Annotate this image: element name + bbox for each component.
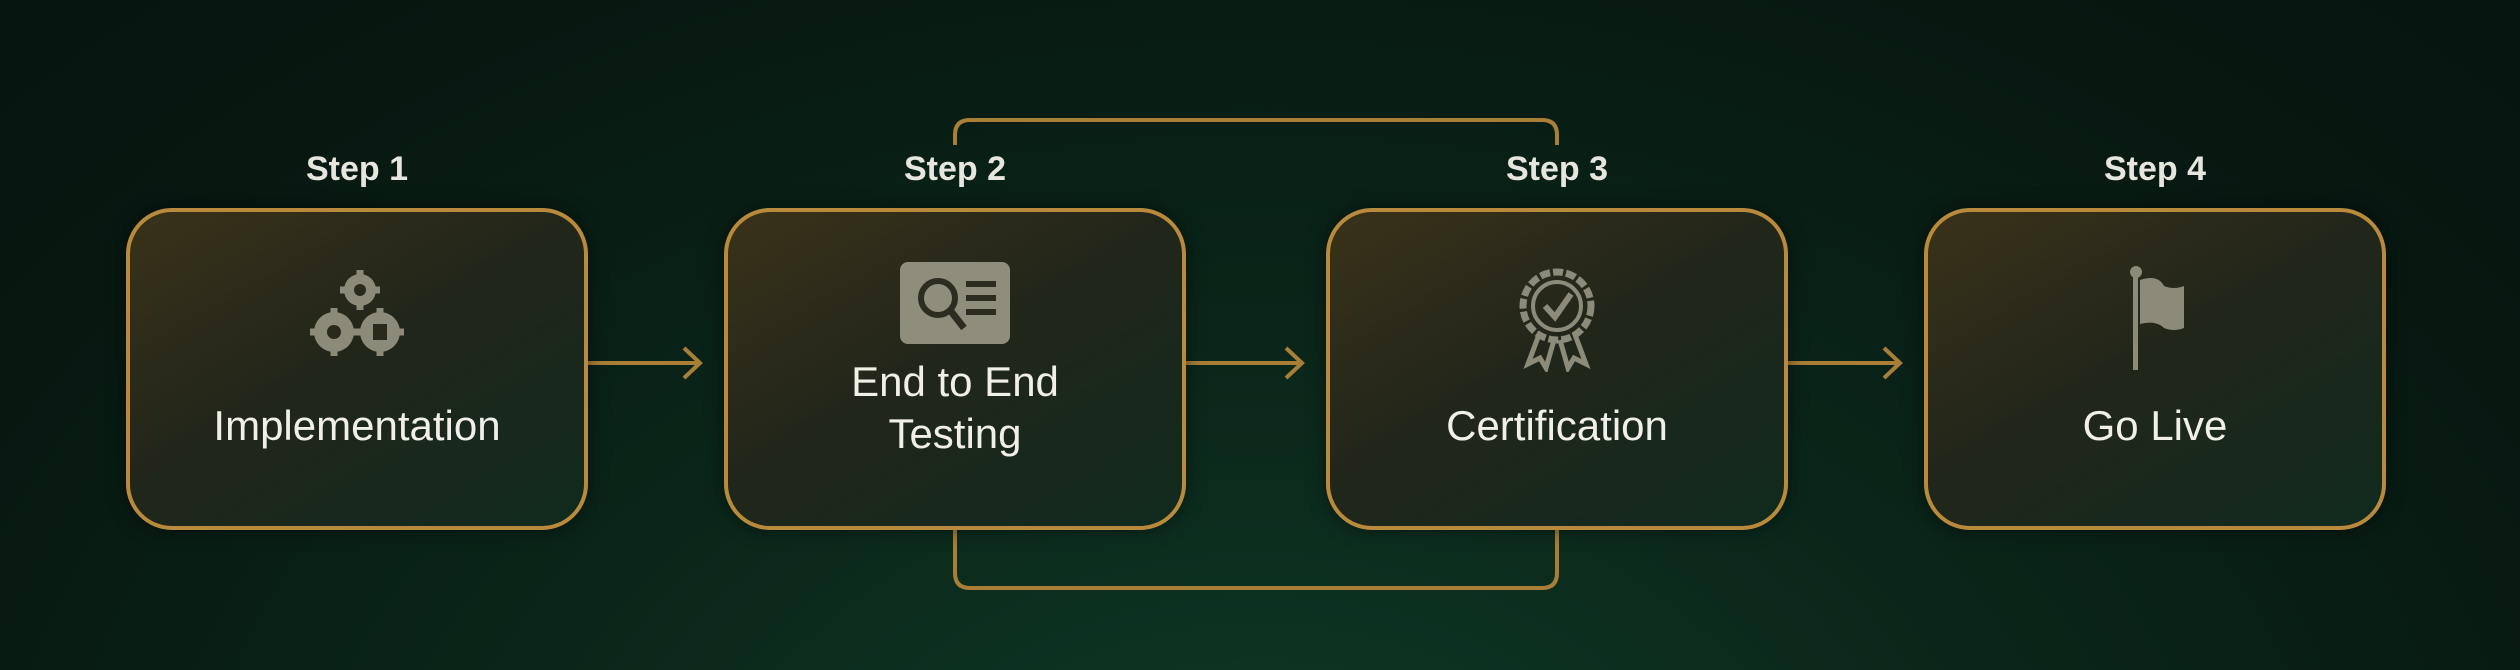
step-2-title-line-2: Testing	[888, 410, 1022, 457]
step-3-title: Certification	[1446, 402, 1668, 449]
step-1-label: Step 1	[305, 150, 409, 188]
arrow-3-4	[1788, 346, 1903, 380]
arrow-2-3	[1186, 346, 1305, 380]
step-3-label: Step 3	[1505, 150, 1609, 188]
step-2-title: End to End Testing	[728, 356, 1182, 460]
step-2-label: Step 2	[903, 150, 1007, 188]
step-2-title-line-1: End to End	[851, 358, 1059, 405]
step-4-card: Go Live	[1924, 208, 2386, 530]
certificate-badge-icon	[1519, 268, 1595, 372]
step-1-title: Implementation	[213, 402, 501, 449]
step-3-card: Certification	[1326, 208, 1788, 530]
bottom-loop-bracket	[953, 530, 1559, 590]
search-document-icon	[900, 262, 1010, 344]
step-4-title: Go Live	[2082, 402, 2228, 449]
gears-icon	[310, 270, 404, 356]
step-4-label: Step 4	[2103, 150, 2207, 188]
step-1-card: Implementation	[126, 208, 588, 530]
arrow-1-2	[588, 346, 703, 380]
flag-icon	[2130, 266, 2184, 370]
top-loop-bracket	[953, 118, 1559, 145]
step-2-card: End to End Testing	[724, 208, 1186, 530]
